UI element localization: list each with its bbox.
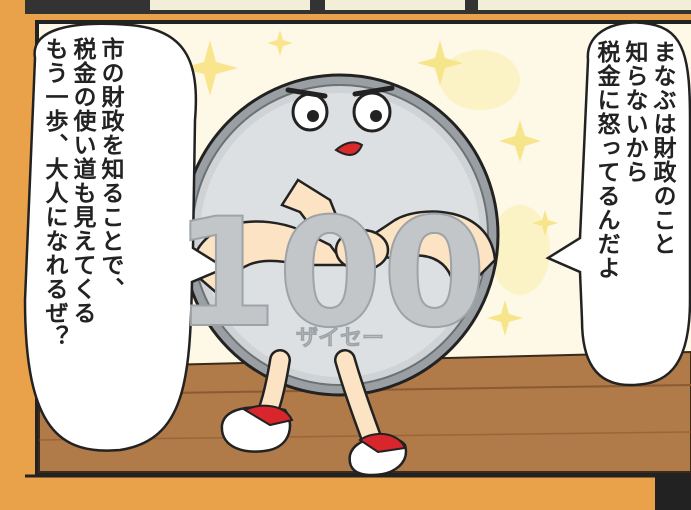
coin-name: ザイセー bbox=[296, 326, 384, 351]
left-speech-bubble bbox=[23, 22, 228, 452]
coin-character bbox=[180, 73, 500, 477]
right-bubble-line: 税金に怒ってるんだよ bbox=[593, 40, 619, 280]
coin-denomination: 100 bbox=[173, 187, 486, 361]
left-bubble-line: 税金の使い道も見えてくる bbox=[69, 37, 95, 325]
left-bubble-line: もう一歩、大人になれるぜ？ bbox=[41, 37, 67, 349]
right-bubble-line: 知らないから bbox=[621, 40, 647, 184]
right-bubble-line: まなぶは財政のこと bbox=[649, 40, 675, 256]
right-bubble-text: まなぶは財政のこと 知らないから 税金に怒ってるんだよ bbox=[592, 40, 676, 370]
coin-shoes bbox=[220, 404, 408, 477]
right-speech-bubble bbox=[545, 21, 691, 387]
coin-eyes bbox=[285, 85, 395, 133]
left-arm bbox=[188, 220, 348, 303]
coin-mouth bbox=[334, 141, 364, 156]
left-bubble-text: 市の財政を知ることで、 税金の使い道も見えてくる もう一歩、大人になれるぜ？ bbox=[40, 37, 124, 457]
left-bubble-line: 市の財政を知ることで、 bbox=[97, 37, 123, 301]
main-panel bbox=[23, 20, 691, 477]
